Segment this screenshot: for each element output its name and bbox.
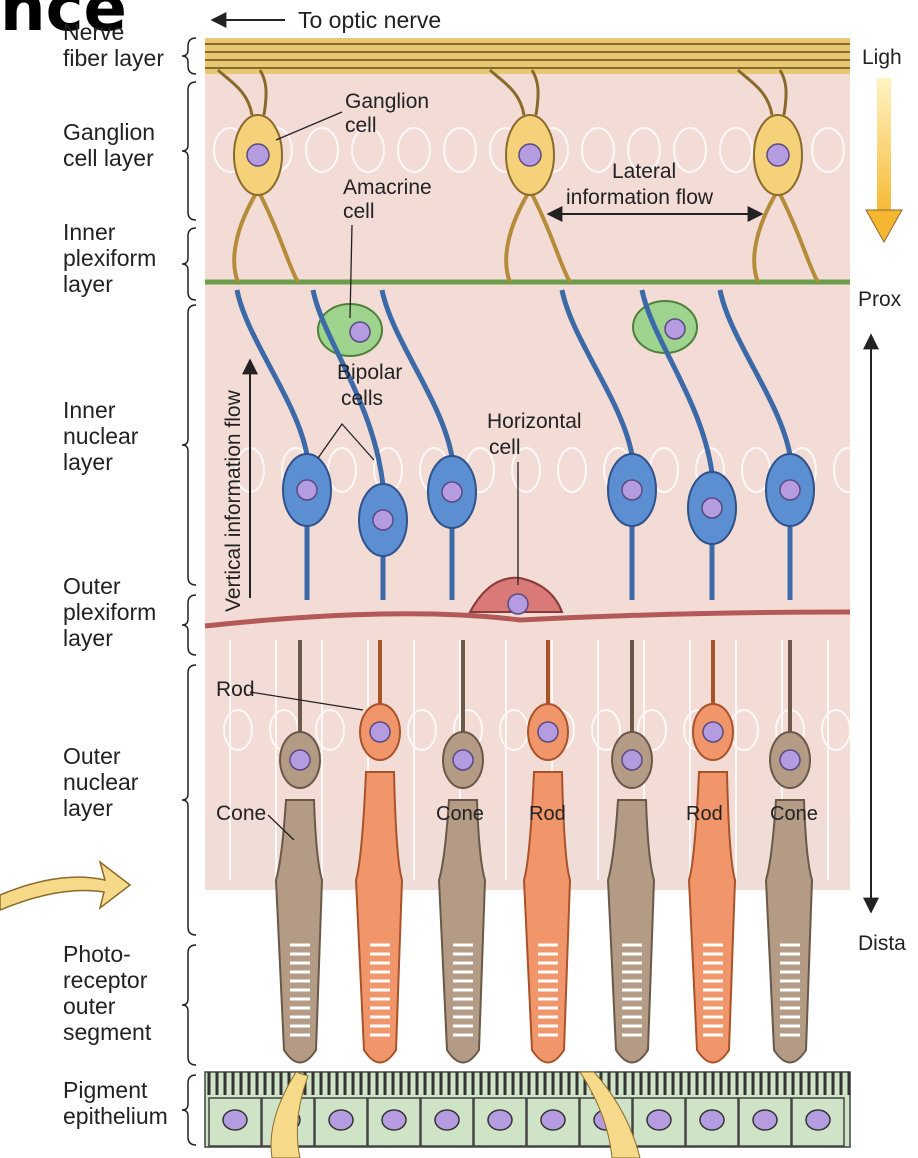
- layer-label-inner-nuclear: layer: [63, 449, 113, 475]
- proximal-label: Prox: [858, 288, 902, 311]
- nucleus: [665, 319, 685, 339]
- pigment-nucleus: [488, 1110, 512, 1130]
- pigment-nucleus: [806, 1110, 830, 1130]
- layer-label-pigment-epithelium: epithelium: [63, 1103, 168, 1129]
- ganglion-cell-annotation-l2: cell: [345, 114, 377, 137]
- layer-label-ganglion-cell: Ganglion: [63, 119, 155, 145]
- distal-label: Dista: [858, 932, 906, 955]
- pigment-nucleus: [329, 1110, 353, 1130]
- nucleus: [780, 750, 800, 770]
- light-entry-arrow-left: [0, 862, 130, 910]
- nucleus: [370, 722, 390, 742]
- layer-label-photoreceptor-outer-segment: receptor: [63, 967, 148, 993]
- layer-brace: [182, 82, 196, 220]
- horizontal-annotation-l2: cell: [489, 436, 521, 459]
- layer-label-nerve-fiber: fiber layer: [63, 45, 164, 71]
- layer-label-inner-plexiform: plexiform: [63, 245, 156, 271]
- layer-label-outer-nuclear: layer: [63, 795, 113, 821]
- pigment-nucleus: [382, 1110, 406, 1130]
- nucleus: [519, 144, 541, 166]
- pigment-nucleus: [435, 1110, 459, 1130]
- photoreceptor-tag-cone-1: Cone: [436, 803, 484, 825]
- horizontal-annotation-l1: Horizontal: [487, 410, 582, 433]
- bipolar-annotation-l1: Bipolar: [337, 361, 402, 384]
- layer-label-inner-nuclear: nuclear: [63, 423, 139, 449]
- amacrine-annotation-l2: cell: [343, 200, 375, 223]
- nucleus: [622, 750, 642, 770]
- to-optic-nerve-label: To optic nerve: [298, 7, 441, 33]
- layer-label-outer-plexiform: Outer: [63, 573, 121, 599]
- nucleus: [442, 482, 462, 502]
- cone-annotation: Cone: [216, 802, 266, 825]
- amacrine-annotation-l1: Amacrine: [343, 176, 432, 199]
- lateral-flow-annotation-l1: Lateral: [612, 160, 676, 183]
- nucleus: [703, 722, 723, 742]
- layer-label-ganglion-cell: cell layer: [63, 145, 154, 171]
- nucleus: [767, 144, 789, 166]
- layer-brace: [182, 595, 196, 655]
- layer-brace: [182, 665, 196, 935]
- light-label: Ligh: [862, 46, 902, 69]
- layer-label-photoreceptor-outer-segment: Photo-: [63, 941, 131, 967]
- ganglion-cell-annotation-l1: Ganglion: [345, 90, 429, 113]
- nerve-fiber-bundle: [205, 38, 850, 74]
- pigment-nucleus: [700, 1110, 724, 1130]
- photoreceptor-tag-rod-1: Rod: [529, 803, 566, 825]
- vertical-flow-annotation: Vertical information flow: [222, 389, 245, 612]
- layer-brace: [182, 1075, 196, 1145]
- photoreceptor-tag-cone-2: Cone: [770, 803, 818, 825]
- layer-label-photoreceptor-outer-segment: segment: [63, 1019, 152, 1045]
- layer-label-outer-plexiform: layer: [63, 625, 113, 651]
- nucleus: [622, 480, 642, 500]
- layer-label-inner-plexiform: layer: [63, 271, 113, 297]
- layer-brace: [182, 305, 196, 585]
- bipolar-annotation-l2: cells: [341, 387, 383, 410]
- nucleus: [702, 498, 722, 518]
- pigment-nucleus: [753, 1110, 777, 1130]
- nucleus: [453, 750, 473, 770]
- light-direction-arrow: [866, 78, 902, 242]
- layer-brace: [182, 945, 196, 1065]
- pigment-nucleus: [541, 1110, 565, 1130]
- rod-annotation: Rod: [216, 678, 255, 701]
- layer-label-outer-plexiform: plexiform: [63, 599, 156, 625]
- nucleus: [780, 480, 800, 500]
- layer-label-outer-nuclear: nuclear: [63, 769, 139, 795]
- photoreceptor-tag-rod-2: Rod: [686, 803, 723, 825]
- nucleus: [373, 510, 393, 530]
- layer-label-outer-nuclear: Outer: [63, 743, 121, 769]
- layer-labels: Nervefiber layerGanglioncell layerInnerp…: [63, 19, 196, 1145]
- lateral-flow-annotation-l2: information flow: [566, 186, 714, 209]
- nucleus: [508, 594, 528, 614]
- pigment-nucleus: [647, 1110, 671, 1130]
- nucleus: [247, 144, 269, 166]
- layer-label-inner-plexiform: Inner: [63, 219, 116, 245]
- layer-brace: [182, 228, 196, 300]
- layer-label-inner-nuclear: Inner: [63, 397, 116, 423]
- nucleus: [350, 322, 370, 342]
- layer-label-pigment-epithelium: Pigment: [63, 1077, 148, 1103]
- nucleus: [538, 722, 558, 742]
- layer-label-photoreceptor-outer-segment: outer: [63, 993, 116, 1019]
- nucleus: [290, 750, 310, 770]
- layer-brace: [182, 38, 196, 74]
- nucleus: [297, 480, 317, 500]
- layer-label-nerve-fiber: Nerve: [63, 19, 124, 45]
- pigment-nucleus: [223, 1110, 247, 1130]
